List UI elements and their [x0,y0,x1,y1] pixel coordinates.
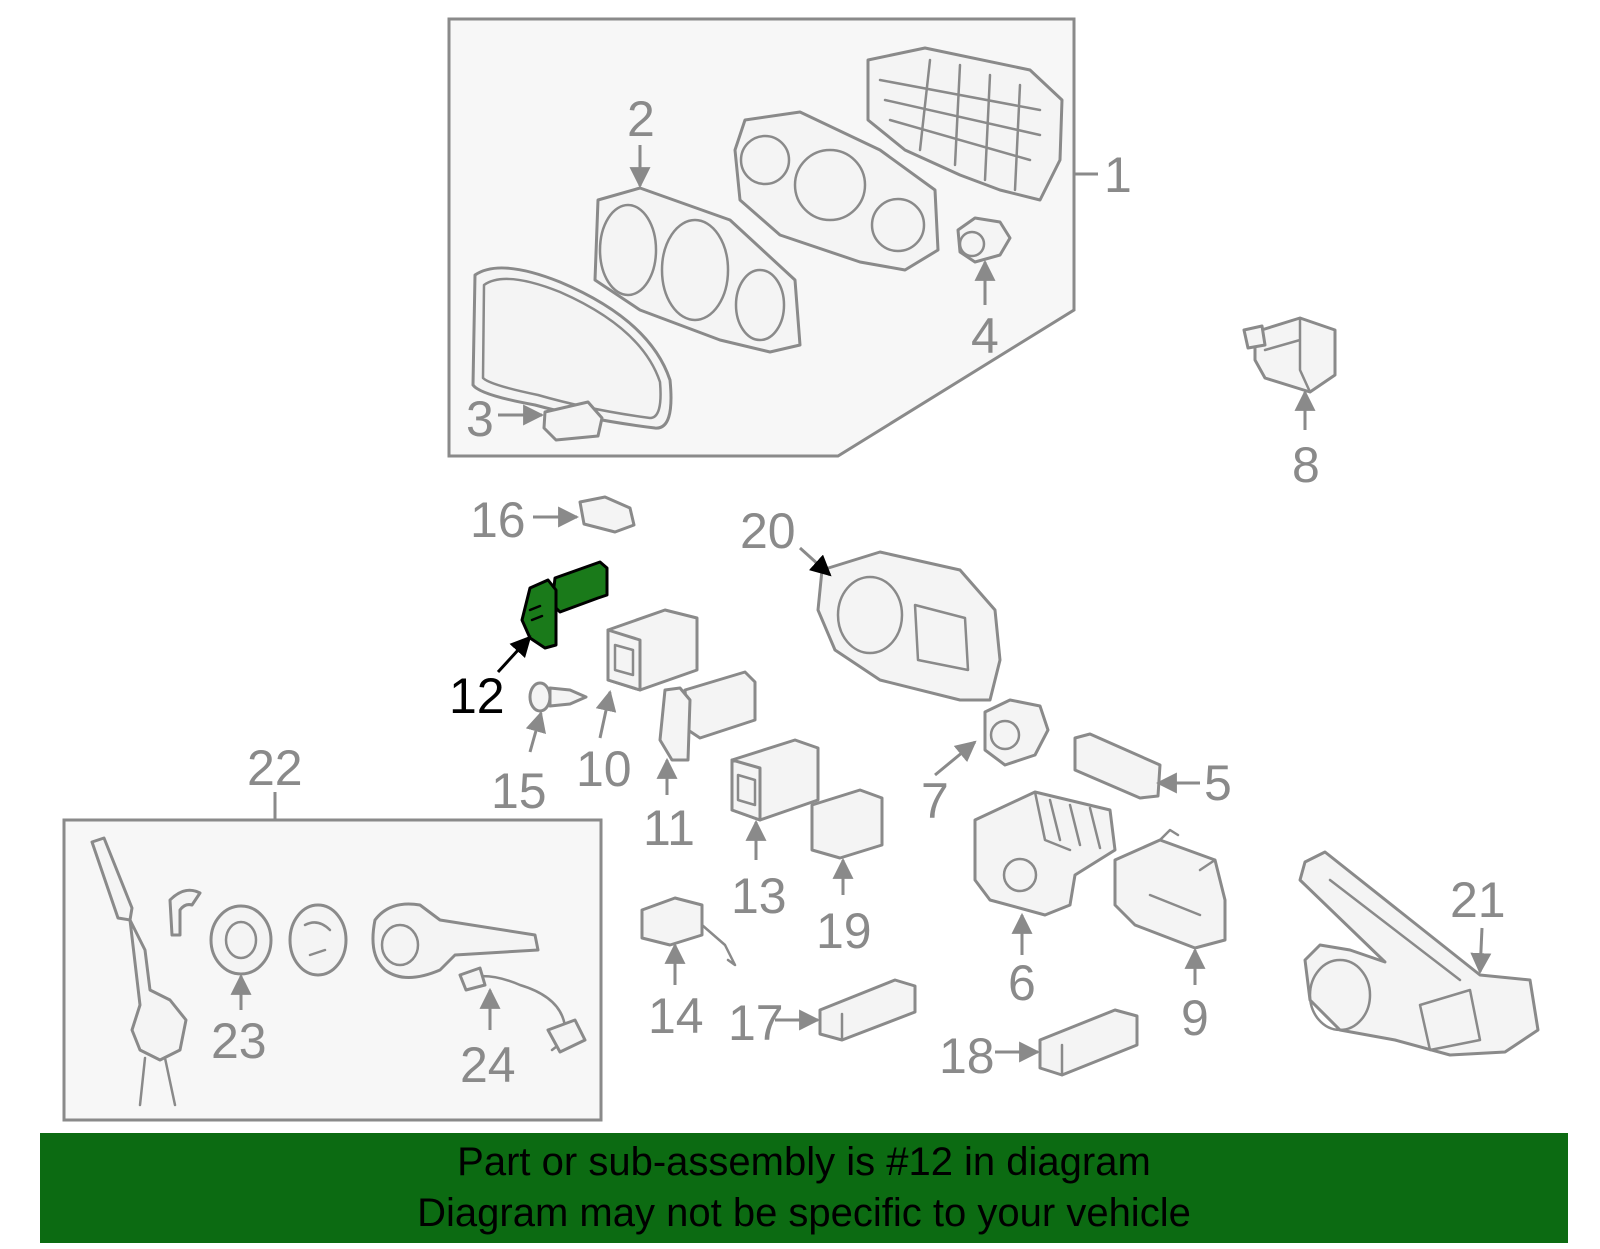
part-4-bulb [956,216,1012,264]
part-10-switch [606,608,699,692]
callout-7: 7 [921,773,949,829]
callout-3: 3 [466,391,494,447]
part-5 [1073,732,1162,800]
part-12-body [550,560,609,614]
callout-17: 17 [728,995,784,1051]
callout-21: 21 [1450,872,1506,928]
callout-13: 13 [731,868,787,924]
callout-10: 10 [576,741,632,797]
leader-20 [798,546,832,577]
part-cam [288,903,348,977]
callout-23: 23 [211,1013,267,1069]
part-9-bracket [1113,828,1227,950]
callout-24: 24 [460,1037,516,1093]
part-key [90,836,188,1107]
leader-10 [595,689,617,739]
callout-5: 5 [1204,755,1232,811]
leader-12 [496,635,532,674]
callout-9: 9 [1181,990,1209,1046]
part-12-face [520,578,558,650]
part-15-clip [528,681,588,713]
leader-15 [525,710,546,753]
part-14-sensor [640,896,737,967]
part-1-cluster-housing [866,46,1064,202]
part-gauge-face [733,110,940,272]
part-19-switch [810,788,884,860]
part-24-harness [458,966,587,1054]
part-lock-cylinder [371,902,540,979]
leader-21 [1470,927,1492,975]
callout-16: 16 [470,492,526,548]
part-clip-small [168,888,202,937]
part-lens [471,266,673,430]
callout-14: 14 [648,988,704,1044]
part-18-switch [1038,1008,1139,1077]
part-17-switch [818,978,917,1042]
part-13-switch [730,738,820,822]
callout-6: 6 [1008,955,1036,1011]
part-21-steering-column [1298,850,1540,1057]
part-2-bezel [593,186,802,354]
info-banner: Part or sub-assembly is #12 in diagram D… [40,1133,1568,1243]
callout-11: 11 [643,800,695,856]
part-23-ring [209,904,273,976]
callout-19: 19 [816,903,872,959]
callout-20: 20 [740,503,796,559]
callout-15: 15 [491,763,547,819]
callout-1: 1 [1104,147,1132,203]
part-20-panel [816,550,1002,702]
callout-4: 4 [971,308,999,364]
callout-8: 8 [1292,437,1320,493]
callout-22: 22 [247,740,303,796]
leader-7 [934,740,977,777]
part-12-switch [520,560,609,650]
part-11-switch [658,670,757,762]
callout-2: 2 [627,91,655,147]
callout-18: 18 [939,1028,995,1084]
part-3 [542,400,604,442]
part-6-radio [973,790,1117,917]
callout-12: 12 [449,668,505,724]
banner-line-1: Part or sub-assembly is #12 in diagram [457,1140,1151,1184]
part-8 [1242,316,1337,394]
part-7 [983,698,1050,767]
banner-line-2: Diagram may not be specific to your vehi… [417,1191,1191,1235]
part-16 [578,495,636,534]
